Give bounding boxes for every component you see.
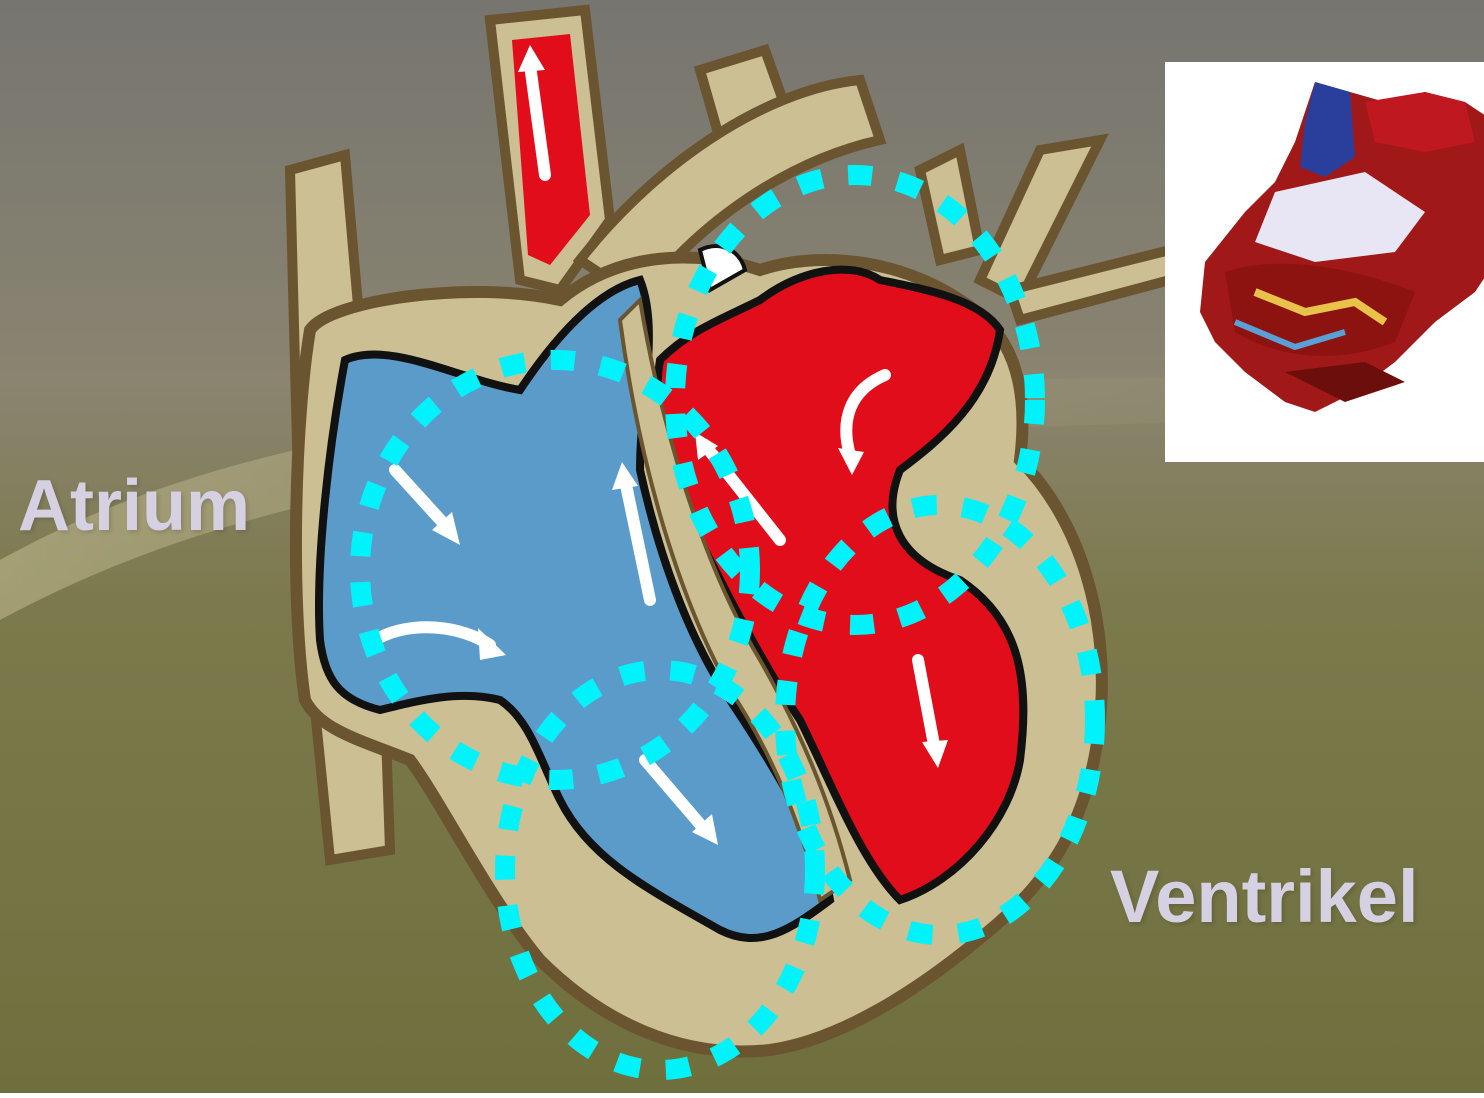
heart-photo-image <box>1165 62 1484 462</box>
atrium-label: Atrium <box>18 470 250 542</box>
heart-photo <box>1165 62 1484 462</box>
ventrikel-label: Ventrikel <box>1110 860 1419 934</box>
